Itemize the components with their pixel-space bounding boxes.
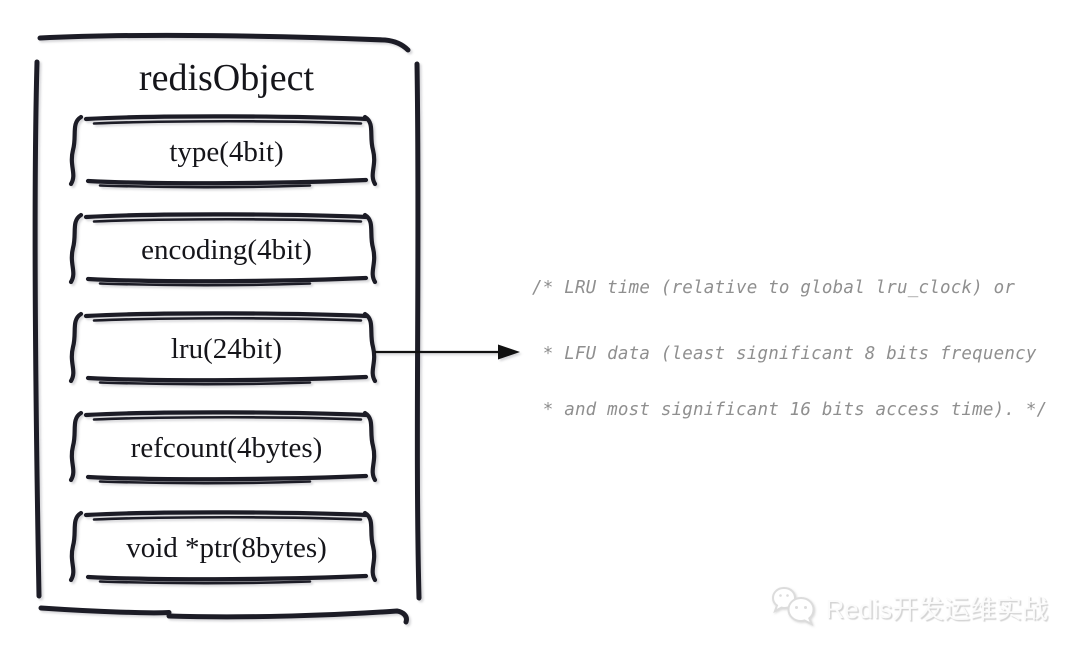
outer-box-top <box>37 32 411 53</box>
arrowhead <box>498 344 520 360</box>
watermark: Redis开发运维实战 <box>770 585 1048 629</box>
outer-box-left <box>32 59 42 599</box>
outer-box-bottom <box>38 605 172 616</box>
field-label-encoding: encoding(4bit) <box>141 234 312 266</box>
field-label-type: type(4bit) <box>169 136 284 168</box>
comment-line-1: /* LRU time (relative to global lru_cloc… <box>532 278 1016 298</box>
comment-line-2: * LFU data (least significant 8 bits fre… <box>532 344 1037 364</box>
outer-box-right <box>414 61 422 601</box>
field-label-ptr: void *ptr(8bytes) <box>126 532 327 564</box>
outer-box-bottom-2 <box>166 608 409 625</box>
field-label-refcount: refcount(4bytes) <box>130 432 323 464</box>
wechat-icon <box>771 586 815 627</box>
field-label-lru: lru(24bit) <box>170 333 283 365</box>
struct-title: redisObject <box>138 57 315 99</box>
outer-box <box>32 32 422 625</box>
watermark-text: Redis开发运维实战 <box>825 593 1048 624</box>
comment-line-3: * and most significant 16 bits access ti… <box>532 400 1048 420</box>
lru-annotation-arrow <box>375 344 520 360</box>
